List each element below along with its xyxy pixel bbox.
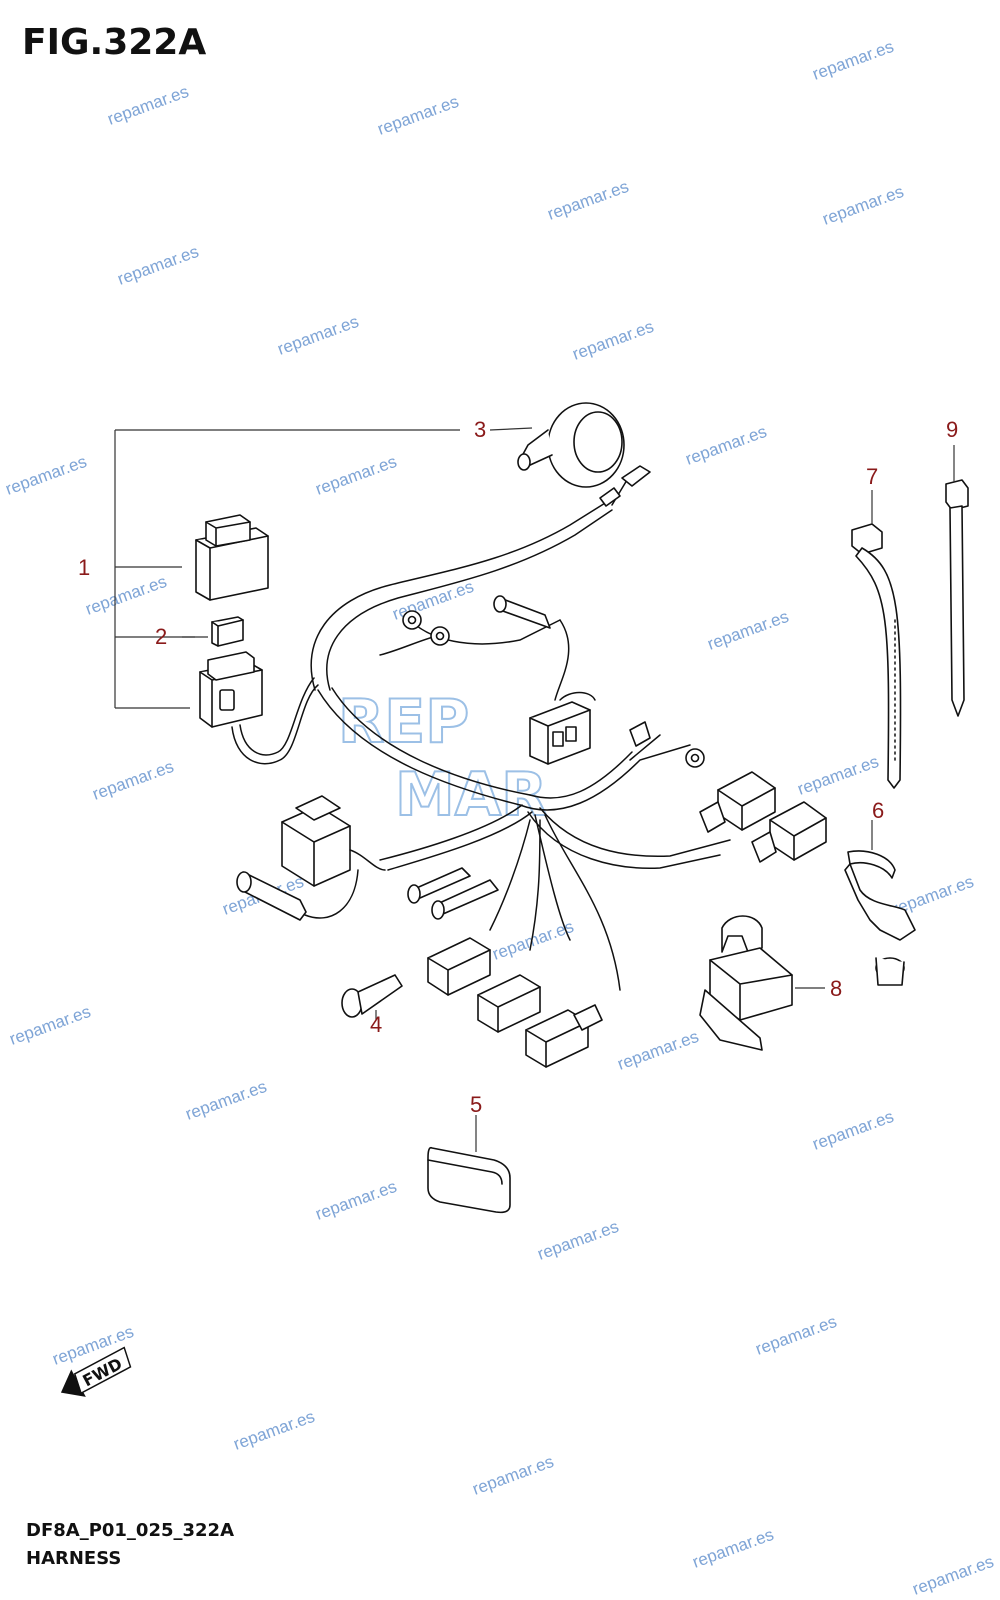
- callout-9: 9: [946, 417, 958, 442]
- watermark-text: repamar.es: [470, 1452, 556, 1499]
- figure-code: DF8A_P01_025_322A: [26, 1520, 235, 1541]
- watermark-text: repamar.es: [615, 1027, 701, 1074]
- watermark-text: repamar.es: [7, 1002, 93, 1049]
- watermark-text: repamar.es: [820, 182, 906, 229]
- figure-title: FIG.322A: [22, 22, 207, 63]
- connectors-bottom: [427, 937, 603, 1068]
- watermark-text: repamar.es: [313, 1177, 399, 1224]
- cable-tie-9: [945, 479, 969, 717]
- callout-2: 2: [155, 624, 167, 649]
- watermark-text: repamar.es: [705, 607, 791, 654]
- watermark-text: repamar.es: [810, 1107, 896, 1154]
- cap-part: [427, 1146, 511, 1214]
- callout-7: 7: [866, 464, 878, 489]
- figure-caption: HARNESS: [26, 1548, 122, 1569]
- watermark-text: repamar.es: [535, 1217, 621, 1264]
- watermark-text: repamar.es: [3, 452, 89, 499]
- watermark-text: repamar.es: [690, 1525, 776, 1572]
- callout-1: 1: [78, 555, 90, 580]
- watermark-text: repamar.es: [545, 177, 631, 224]
- callout-leader-1: [114, 427, 533, 709]
- watermark-text: repamar.es: [810, 37, 896, 84]
- callout-5: 5: [470, 1092, 482, 1117]
- leader-lines: [375, 445, 955, 1152]
- clamp-part: [844, 850, 916, 986]
- fuse-part: [211, 616, 244, 647]
- watermark-text: repamar.es: [90, 757, 176, 804]
- watermark-text: repamar.es: [683, 422, 769, 469]
- watermark-text: repamar.es: [570, 317, 656, 364]
- ring-terminals: [402, 465, 705, 768]
- svg-text:REP: REP: [338, 687, 469, 757]
- callout-3: 3: [474, 417, 486, 442]
- connector-right-1: [699, 771, 776, 833]
- fwd-arrow-icon: FWD: [60, 1346, 132, 1397]
- grommet-part: [517, 402, 625, 488]
- watermark-text: repamar.es: [275, 312, 361, 359]
- watermark-text: repamar.es: [105, 82, 191, 129]
- watermark-text: repamar.es: [183, 1077, 269, 1124]
- clamp-bracket-part: [699, 915, 793, 1051]
- watermark-text: repamar.es: [795, 752, 881, 799]
- callouts: 1 2 3 4 5 6 7 8 9: [78, 417, 958, 1117]
- watermark-text: repamar.es: [753, 1312, 839, 1359]
- bullet-connectors-center: [407, 867, 499, 920]
- watermark-text: repamar.es: [231, 1407, 317, 1454]
- watermark-text: repamar.es: [83, 572, 169, 619]
- clip-part: [341, 974, 403, 1018]
- connector-right-2: [751, 801, 827, 863]
- coupler-center: [529, 691, 596, 765]
- bullet-connector-top: [493, 595, 551, 629]
- watermark-text: repamar.es: [910, 1552, 996, 1599]
- watermark-text: repamar.es: [375, 92, 461, 139]
- connector-left: [281, 795, 386, 887]
- bullet-connector-left: [236, 869, 359, 921]
- watermark-text: repamar.es: [115, 242, 201, 289]
- callout-6: 6: [872, 798, 884, 823]
- callout-4: 4: [370, 1012, 382, 1037]
- callout-8: 8: [830, 976, 842, 1001]
- flag-terminal: [629, 721, 651, 747]
- relay-part: [195, 514, 269, 601]
- fuse-holder: [199, 651, 319, 765]
- watermark-text: repamar.es: [313, 452, 399, 499]
- cable-tie-7: [851, 523, 902, 789]
